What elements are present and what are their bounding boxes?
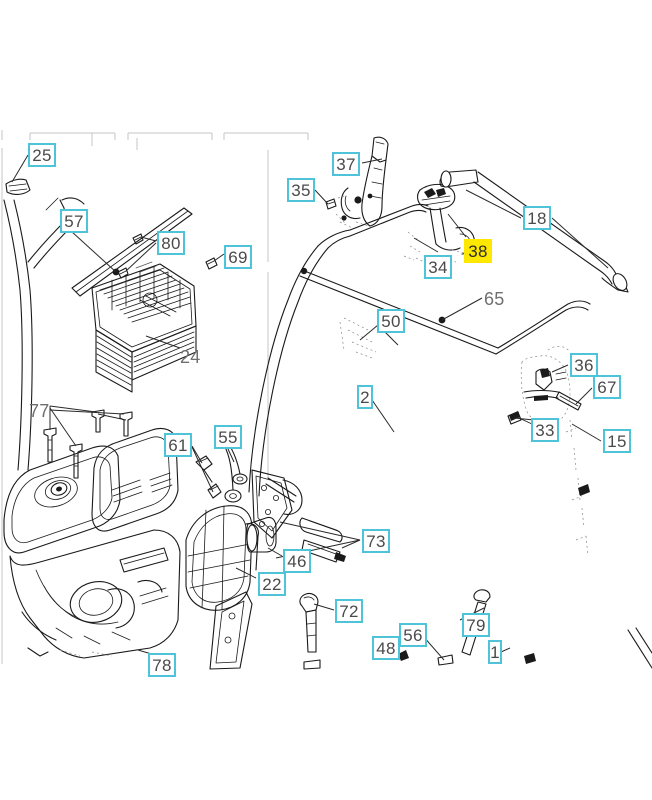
callout-label-73[interactable]: 73	[362, 529, 390, 553]
callout-label-55[interactable]: 55	[214, 425, 242, 449]
callout-label-79[interactable]: 79	[462, 613, 490, 637]
callout-label-78[interactable]: 78	[148, 653, 176, 677]
callout-label-1[interactable]: 1	[488, 640, 502, 664]
part-72-bolt	[299, 592, 335, 670]
leader-22	[235, 567, 257, 579]
engine-assembly	[3, 427, 181, 659]
center-bracket-cluster	[403, 183, 475, 265]
callout-label-57[interactable]: 57	[60, 209, 88, 233]
leader-50	[359, 324, 379, 341]
part-57-bar	[71, 207, 193, 297]
callout-label-37[interactable]: 37	[332, 152, 360, 176]
callout-label-2[interactable]: 2	[357, 385, 373, 409]
callout-label-80[interactable]: 80	[157, 231, 185, 255]
callout-label-33[interactable]: 33	[531, 418, 559, 442]
leader-37	[361, 158, 383, 164]
part-37-lever	[335, 136, 389, 229]
leader-34	[413, 237, 439, 253]
callout-label-77[interactable]: 77	[29, 401, 50, 421]
callout-label-50[interactable]: 50	[377, 309, 405, 333]
frame-edge-br	[627, 629, 652, 669]
callout-label-36[interactable]: 36	[570, 353, 598, 377]
callout-label-34[interactable]: 34	[424, 255, 452, 279]
leader-2	[369, 396, 395, 433]
part-24-grille-assembly	[91, 263, 197, 393]
leader-65	[441, 297, 483, 321]
leader-69	[213, 253, 225, 262]
callout-label-18[interactable]: 18	[523, 206, 551, 230]
callout-label-22[interactable]: 22	[258, 572, 286, 596]
leader-18-left	[465, 189, 522, 219]
callout-label-46[interactable]: 46	[283, 549, 311, 573]
callout-label-35[interactable]: 35	[287, 178, 315, 202]
skid-plate	[209, 591, 253, 670]
callout-label-15[interactable]: 15	[603, 429, 631, 453]
leader-36	[551, 364, 569, 373]
illustration-viewport: .ln { fill:none; stroke:#1a1a1a; stroke-…	[1, 130, 652, 670]
part-35-fastener	[325, 195, 345, 210]
part-18-tube	[439, 169, 629, 293]
leader-35	[314, 189, 329, 205]
callout-label-38[interactable]: 38	[464, 239, 492, 263]
callout-label-72[interactable]: 72	[335, 599, 363, 623]
part-46-bushing	[246, 516, 277, 553]
leader-15	[571, 423, 602, 442]
part-50-ghost	[339, 317, 377, 359]
part-77-bolts	[43, 405, 133, 479]
part-80-clips	[117, 233, 157, 279]
leader-24	[145, 335, 181, 349]
callout-label-48[interactable]: 48	[372, 636, 400, 660]
callout-label-56[interactable]: 56	[399, 623, 427, 647]
callout-label-69[interactable]: 69	[224, 245, 252, 269]
throttle-housing-cluster	[507, 346, 590, 557]
cropped-table-frame	[1, 130, 309, 664]
part-61-screws	[191, 445, 222, 499]
leader-33	[513, 417, 535, 421]
callout-label-65[interactable]: 65	[484, 289, 505, 309]
callout-label-61[interactable]: 61	[164, 433, 192, 457]
leader-38	[447, 213, 467, 238]
leader-25	[11, 154, 29, 183]
callout-label-24[interactable]: 24	[180, 347, 201, 367]
callout-label-67[interactable]: 67	[593, 375, 621, 399]
callout-label-25[interactable]: 25	[28, 143, 56, 167]
part-69-fastener	[205, 257, 218, 270]
leader-46	[267, 547, 283, 557]
leader-18-right	[551, 217, 609, 269]
leader-67	[575, 387, 593, 405]
parts-illustration: .ln { fill:none; stroke:#1a1a1a; stroke-…	[1, 130, 652, 670]
